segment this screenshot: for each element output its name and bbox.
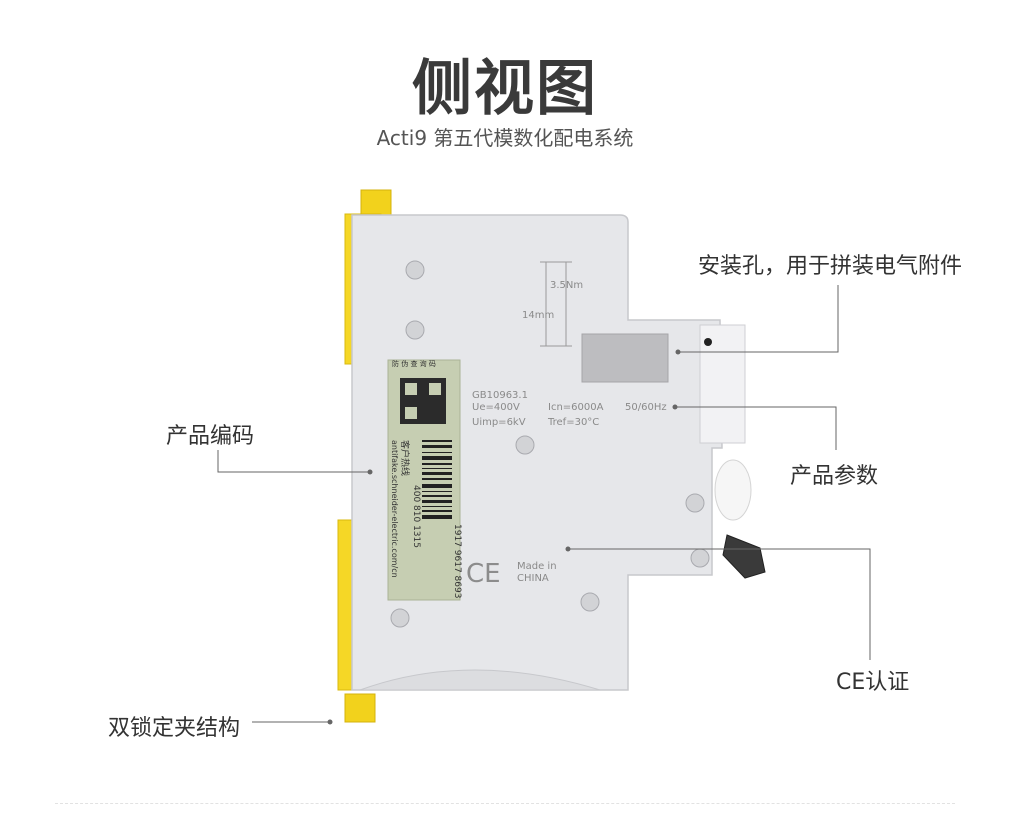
callout-product-params: 产品参数 [790,464,879,489]
callout-ce-cert: CE认证 [836,670,910,695]
callout-double-lock: 双锁定夹结构 [108,716,241,741]
status-window [581,333,669,383]
barcode [422,440,452,519]
icn-text: Icn=6000A [548,402,604,413]
tref-text: Tref=30°C [547,417,599,428]
country-text: CHINA [517,573,549,584]
made-in-text: Made in [517,561,557,572]
product-sticker: 1917 9617 8693 客户热线 400 810 1315 antifak… [387,359,462,601]
page-subtitle: Acti9 第五代模数化配电系统 [376,126,634,150]
ue-text: Ue=400V [472,402,520,413]
sticker-header: 防 伪 查 询 码 [392,359,436,368]
leader-dots [327,349,681,725]
torque-text: 3.5Nm [550,280,583,291]
mounting-hole-dot [704,338,712,346]
bottom-divider [55,803,955,804]
callout-mounting-hole: 安装孔，用于拼装电气附件 [698,254,963,279]
breaker-foot [359,669,601,691]
hotline-number: 400 810 1315 [411,485,421,548]
barcode-number: 1917 9617 8693 [452,524,462,598]
website-text: antifake.schneider-electric.com/cn [390,440,399,578]
hotline-label: 客户热线 [399,440,411,476]
toggle-lever [714,459,766,579]
strip-length-text: 14mm [522,310,554,321]
page-title: 侧视图 [412,54,598,124]
uimp-text: Uimp=6kV [472,417,526,428]
terminal-diagram [540,261,572,347]
freq-text: 50/60Hz [625,402,667,413]
leader-lines [217,285,871,723]
ce-mark: CE [466,559,501,589]
callout-product-code: 产品编码 [166,424,255,449]
standard-text: GB10963.1 [472,390,528,401]
screw-holes [390,260,710,628]
